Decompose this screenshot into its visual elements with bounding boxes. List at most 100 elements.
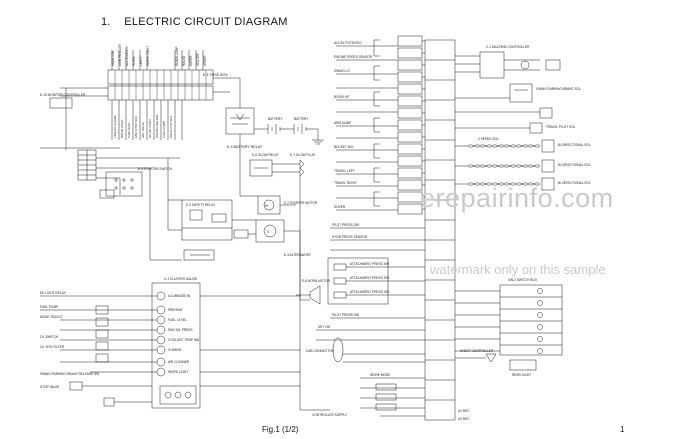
battery-relay-label: E-4 BATTERY RELAY — [227, 145, 263, 149]
watermark-brand: erepairinfo.com — [420, 183, 614, 214]
cl-switch-label: C/L SWITCH — [40, 335, 59, 339]
starter-motor: M — [257, 195, 281, 215]
engine-speed-label: ENGINE SPEED SENSOR — [334, 55, 373, 59]
alternator-label: E-3 ALTERNATOR — [284, 253, 311, 257]
battery-2-label: BATTERY — [294, 117, 309, 121]
hydr-press-label: HYDR PRESS SENSOR — [332, 235, 368, 239]
starter-motor-label: E-2 STARTER MOTOR — [284, 201, 318, 205]
key-switch — [105, 171, 143, 197]
diagram-title: 1. ELECTRIC CIRCUIT DIAGRAM — [101, 16, 288, 28]
bi-directional-2-label: BI-DIRECTIONAL SOL — [558, 163, 591, 167]
swing-ls-label: SWING LS — [334, 69, 350, 73]
main-controller-connector — [424, 39, 456, 421]
a2-rev-label: A2 REV — [458, 409, 470, 413]
rear-light-label: REAR LIGHT — [512, 373, 531, 377]
svg-text:ENG STOP SOL: ENG STOP SOL — [134, 115, 138, 138]
attach-3-label: ATTACHMENT PRESS SW — [350, 290, 389, 294]
a3-rev-label: A3 REV — [458, 417, 470, 421]
bi-directional-1-label: BI-DIRECTIONAL SOL — [558, 143, 591, 147]
fuse-box-label: E-1 FUSE BOX — [203, 73, 228, 77]
bottom-chips — [375, 383, 397, 411]
swing-parking-brake-sol — [509, 83, 533, 103]
work-mode-label: WORK MODE — [370, 373, 390, 377]
air-cleaner-label: AIR CLEANER — [168, 360, 190, 364]
attach-2-label: ATTACHMENT PRESS SW — [350, 276, 389, 280]
svg-text:CONTROLLER: CONTROLLER — [118, 44, 122, 66]
section-title: ELECTRIC CIRCUIT DIAGRAM — [124, 16, 288, 28]
svg-text:M: M — [265, 204, 268, 208]
pilot-press-2-label: PILOT PRESS SW — [332, 313, 359, 317]
svg-text:TRAVEL ALARM: TRAVEL ALARM — [113, 115, 117, 138]
svg-text:HORN: HORN — [132, 56, 136, 66]
svg-text:SOL VALVE: SOL VALVE — [141, 122, 145, 138]
eng-oil-label: ENG OIL PRESS — [168, 328, 193, 332]
svg-text:HEATER: HEATER — [196, 53, 200, 66]
svg-text:CAB LIGHT: CAB LIGHT — [127, 122, 131, 138]
svg-text:BOOM LIGHT: BOOM LIGHT — [120, 119, 124, 138]
svg-text:WIPER: WIPER — [189, 55, 193, 66]
arm-dump-label: ARM DUMP — [334, 121, 351, 125]
attach-1-label: ATTACHMENT PRESS SW — [350, 262, 389, 266]
fuel-level-label: FUEL LEVEL — [168, 318, 187, 322]
sensor-chips — [397, 35, 423, 215]
glow-plug-label: E-7 GLOW PLUG — [290, 153, 316, 157]
cluster-gauge — [151, 282, 201, 409]
left-sensors — [95, 305, 109, 363]
switch-box — [499, 284, 563, 356]
charge-label: CHARGE — [168, 348, 182, 352]
controller-right-box — [479, 51, 505, 79]
cl-sol-label: C/L HYD FILTER — [40, 345, 65, 349]
controller-right-label: C-1 MACHINE CONTROLLER — [486, 45, 530, 49]
illumination-label: ILLUMINATION — [168, 294, 191, 298]
svg-text:WORK LIGHT: WORK LIGHT — [146, 46, 150, 66]
watermark-brand-main: repairinfo.com — [435, 183, 614, 213]
pilot-press-1-label: PILOT PRESS SW — [332, 223, 359, 227]
swing-parking-brake-label: SWING PARKING BRAKE SOL — [536, 87, 581, 91]
section-number: 1. — [101, 16, 111, 28]
preheat-label: PREHEAT — [168, 308, 183, 312]
bucket-dig-label: BUCKET DIG — [334, 145, 354, 149]
svg-text:ROOM LAMP: ROOM LAMP — [175, 47, 179, 66]
monitor-controller-label: E-10 MONITOR CONTROLLER — [40, 93, 86, 97]
accel-label: ACCEL POTENTIO — [334, 41, 362, 45]
travel-pilot-label: TRAVEL PILOT SOL — [546, 125, 576, 129]
safety-relay-label: E-5 SAFETY RELAY — [186, 203, 216, 207]
bi-directional-sol-3 — [467, 177, 555, 191]
switch-box-label: SW-2 SWITCH BOX — [508, 278, 538, 282]
swing-brake-label: SWING PARKING BRAKE RELEASE SW — [40, 372, 99, 376]
battery-2 — [293, 124, 307, 134]
mode-select-label: MODE SELECT — [40, 315, 63, 319]
glow-relay — [249, 159, 273, 177]
fuse-box: E-1 FUSE BOX — [107, 69, 228, 101]
key-switch-label: E-8 STARTER SWITCH — [138, 167, 173, 171]
svg-text:LIGHT: LIGHT — [139, 57, 143, 66]
svg-text:CIGAR LIGHTER: CIGAR LIGHTER — [155, 114, 159, 138]
horn-label: E-8 HORN MOTOR — [302, 279, 331, 283]
battery-1-label: BATTERY — [268, 117, 283, 121]
alternator: G — [255, 219, 285, 243]
boom-up-label: BOOM UP — [334, 95, 349, 99]
coolant-label: COOLANT TEMP IND — [168, 338, 200, 342]
page-number: 1 — [620, 425, 625, 434]
travel-left-label: TRAVEL LEFT — [334, 169, 355, 173]
work-light-relay-label: ML LIGHT RELAY — [40, 291, 66, 295]
watermark-notice: watermark only on this sample — [430, 262, 606, 277]
battery-1 — [267, 124, 281, 134]
svg-text:RADIO: RADIO — [182, 55, 186, 66]
svg-text:PILOT CUT SOL: PILOT CUT SOL — [169, 115, 173, 138]
cab-connector-label: CAB CONNECTOR — [306, 349, 335, 353]
rear-light — [455, 353, 537, 371]
svg-text:SPARE: SPARE — [203, 55, 207, 66]
horn — [296, 285, 321, 305]
svg-text:FUEL PUMP: FUEL PUMP — [162, 121, 166, 138]
svg-text:G: G — [267, 230, 270, 234]
dozer-label: DOZER — [334, 205, 346, 209]
fuel-pump-label: FUEL PUMP — [40, 305, 58, 309]
left-connector-block — [77, 149, 97, 181]
battery-relay — [225, 107, 255, 135]
monitor-controller-connector — [49, 97, 73, 109]
sheet-controller-label: SHEET CONTROLLER — [460, 349, 494, 353]
pressure-switch-box — [327, 257, 425, 305]
glow-relay-label: E-6 GLOW RELAY — [252, 153, 280, 157]
